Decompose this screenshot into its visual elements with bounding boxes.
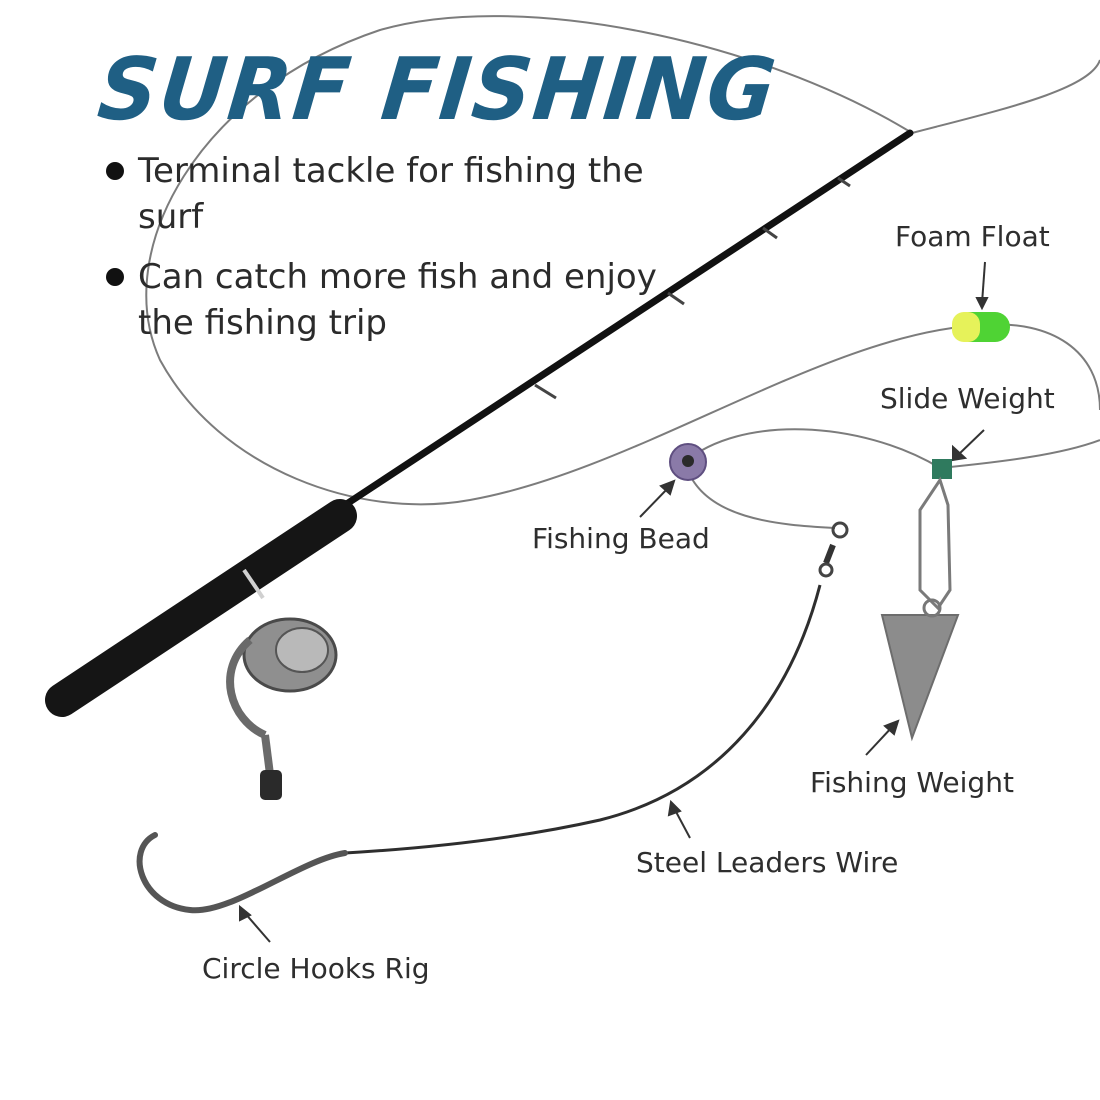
- fishing-line-inner: [684, 428, 1100, 529]
- swivel-ring-bottom: [818, 562, 834, 578]
- label-slide-weight: Slide Weight: [880, 382, 1055, 415]
- steel-leader-wire: [344, 584, 822, 855]
- foam-float: [952, 312, 1010, 342]
- rod-handle: [45, 499, 357, 717]
- rod-guide-3: [762, 226, 778, 240]
- feature-text: Can catch more fish and enjoy the fishin…: [138, 257, 657, 343]
- slide-weight: [932, 459, 952, 479]
- snap-clip: [918, 476, 952, 611]
- rod-handle-ring: [242, 568, 265, 600]
- sinker-eye: [922, 598, 942, 618]
- swivel-body: [823, 543, 836, 565]
- fishing-bead-hole: [682, 455, 694, 467]
- fishing-line-outer-loop: [145, 15, 1100, 506]
- spinning-reel: [226, 617, 338, 800]
- pointer-arrows: [239, 261, 989, 943]
- rod-blank: [341, 129, 914, 509]
- page-title: SURF FISHING: [93, 40, 782, 140]
- label-fishing-bead: Fishing Bead: [532, 522, 710, 555]
- bullet-dot-icon: [106, 162, 124, 180]
- rod-guide-1: [534, 383, 557, 400]
- rod-guide-4: [837, 176, 851, 188]
- label-foam-float: Foam Float: [895, 220, 1050, 253]
- label-circle-hooks-rig: Circle Hooks Rig: [202, 952, 430, 985]
- label-fishing-weight: Fishing Weight: [810, 766, 1014, 799]
- rod-guide-2: [667, 291, 685, 306]
- feature-text: Terminal tackle for fishing the surf: [138, 151, 644, 237]
- label-steel-leaders-wire: Steel Leaders Wire: [636, 846, 899, 879]
- circle-hook: [136, 832, 348, 914]
- feature-item: Can catch more fish and enjoy the fishin…: [106, 254, 718, 346]
- bullet-dot-icon: [106, 268, 124, 286]
- feature-list: Terminal tackle for fishing the surf Can…: [106, 148, 718, 360]
- pyramid-sinker: [880, 614, 960, 742]
- feature-item: Terminal tackle for fishing the surf: [106, 148, 718, 240]
- swivel-ring-top: [831, 521, 849, 539]
